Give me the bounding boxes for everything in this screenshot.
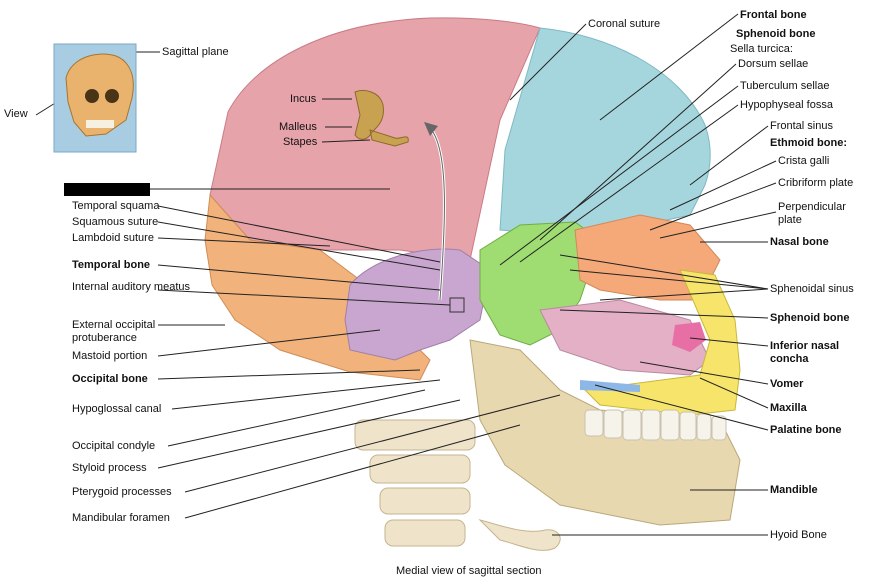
leader-line (171, 379, 441, 410)
right-label: Dorsum sellae (738, 58, 809, 70)
leader-line (599, 13, 739, 121)
left-label: Squamous suture (72, 216, 159, 228)
redacted-label-box (64, 183, 150, 196)
right-label: Cribriform plate (778, 177, 854, 189)
left-label: Internal auditory meatus (72, 281, 191, 293)
left-label: Lambdoid suture (72, 232, 154, 244)
temporal-bone-region (344, 248, 491, 361)
ossicles-drawing (354, 90, 409, 147)
left-label: Mastoid portion (72, 350, 148, 362)
leader-line (659, 211, 777, 239)
leader-line (157, 369, 421, 380)
leader-line (594, 384, 769, 431)
palatine-region (580, 380, 640, 392)
right-label: Frontal sinus (770, 120, 833, 132)
right-label: Hypophyseal fossa (740, 99, 833, 111)
left-label: Styloid process (72, 462, 147, 474)
leader-line (559, 309, 769, 319)
leader-line (689, 125, 769, 186)
vomer-region (539, 299, 711, 376)
right-label: Vomer (770, 378, 804, 390)
leader-line (569, 269, 769, 290)
leader-line (499, 85, 739, 266)
leader-line (321, 139, 371, 143)
right-label: Sphenoid bone (736, 28, 816, 40)
inset-view-label: View (4, 108, 28, 120)
left-label: Occipital condyle (72, 440, 156, 452)
right-label: Sphenoid bone (770, 312, 850, 324)
left-label: Pterygoid processes (72, 486, 172, 498)
leader-line (157, 221, 441, 271)
leader-line (669, 160, 777, 211)
right-label: Sella turcica: (730, 43, 793, 55)
left-label: Occipital bone (72, 373, 148, 385)
right-label: Perpendicular plate (778, 201, 846, 226)
coronal-suture-label: Coronal suture (588, 18, 661, 30)
leader-line (559, 254, 769, 290)
leader-line (157, 289, 451, 306)
right-label: Crista galli (778, 155, 830, 167)
inset-plane-label: Sagittal plane (162, 46, 229, 58)
leader-line (184, 424, 521, 519)
right-label: Maxilla (770, 402, 807, 414)
left-label: Temporal squama (72, 200, 160, 212)
leader-line (157, 237, 331, 247)
inset-skull-icon (53, 43, 137, 153)
leader-line (649, 182, 777, 231)
right-label: Inferior nasal concha (770, 340, 840, 365)
right-label: Tuberculum sellae (740, 80, 830, 92)
concha-region (672, 322, 706, 352)
leader-line (157, 264, 441, 291)
stapes-label: Stapes (283, 136, 318, 148)
leader-line (167, 389, 426, 447)
leader-line (157, 205, 441, 263)
hyoid-region (478, 519, 561, 551)
figure-caption: Medial view of sagittal section (396, 565, 542, 577)
leader-line (509, 23, 587, 101)
leader-line (157, 399, 461, 469)
left-label: External occipital protuberance (72, 319, 156, 344)
left-label: Temporal bone (72, 259, 151, 271)
leader-line (157, 329, 381, 357)
leader-line (639, 361, 769, 385)
leader-line (599, 288, 769, 301)
leader-line (519, 104, 739, 263)
frontal-bone-region (499, 27, 711, 236)
right-label: Hyoid Bone (770, 529, 827, 541)
malleus-label: Malleus (279, 121, 317, 133)
leader-line (184, 394, 561, 493)
incus-label: Incus (290, 93, 317, 105)
right-label: Ethmoid bone: (770, 137, 847, 149)
leader-line (699, 377, 769, 409)
leader-lines (35, 13, 777, 536)
right-label: Nasal bone (770, 236, 829, 248)
right-label: Mandible (770, 484, 818, 496)
right-label: Sphenoidal sinus (770, 283, 854, 295)
leader-line (689, 337, 769, 347)
right-label: Palatine bone (770, 424, 842, 436)
left-label: Hypoglossal canal (72, 403, 162, 415)
teeth (584, 409, 727, 441)
vertebrae (354, 419, 476, 547)
orientation-inset (46, 38, 144, 156)
left-label: Mandibular foramen (72, 512, 170, 524)
right-label: Frontal bone (740, 9, 807, 21)
